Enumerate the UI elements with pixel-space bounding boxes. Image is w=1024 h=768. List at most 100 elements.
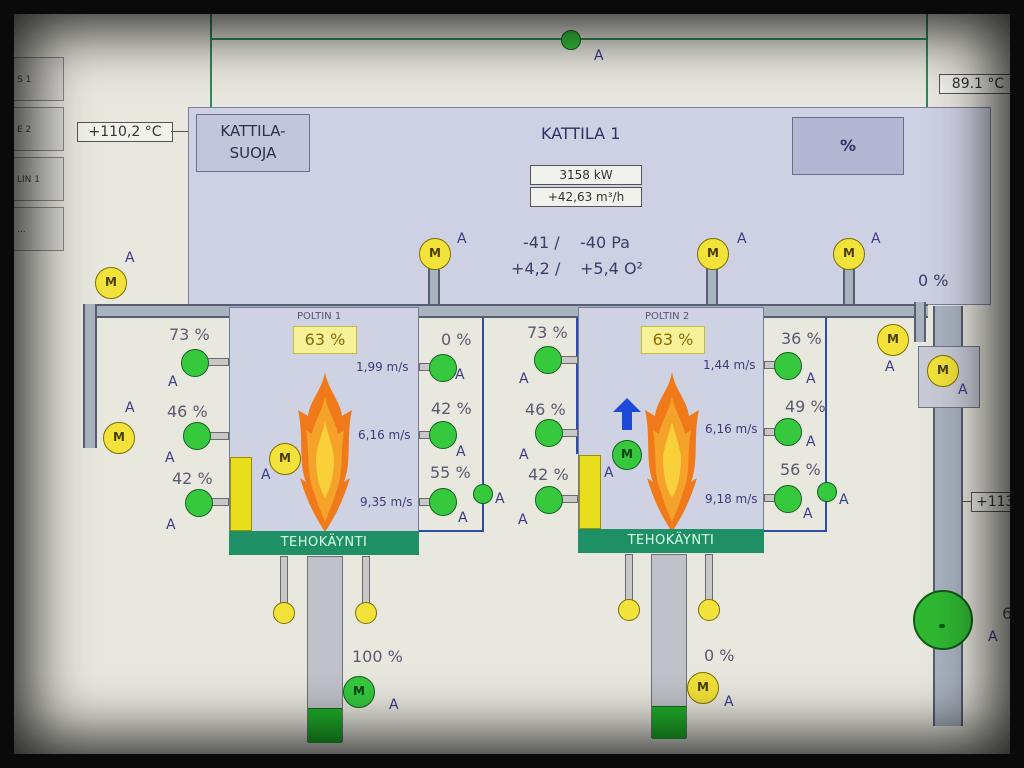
b1-right-damper-3: 55 % bbox=[430, 463, 471, 482]
boiler-title: KATTILA 1 bbox=[541, 124, 621, 143]
pump-side-value: 6 bbox=[1002, 604, 1013, 623]
top-valve-icon[interactable] bbox=[561, 30, 581, 50]
air-pipe-left-down bbox=[83, 304, 97, 448]
motor-icon[interactable]: M bbox=[877, 324, 909, 356]
motor-a-label: A bbox=[885, 359, 895, 375]
burner1-power: 63 % bbox=[293, 326, 357, 354]
valve-a-label: A bbox=[806, 371, 816, 387]
burner1-name: POLTIN 1 bbox=[297, 311, 342, 322]
b1-right-damper-2: 42 % bbox=[431, 399, 472, 418]
valve-a-label: A bbox=[458, 510, 468, 526]
pump-a-label: A bbox=[389, 697, 399, 713]
stub-2 bbox=[706, 268, 718, 304]
arrow-up-icon bbox=[613, 398, 641, 430]
fan-stem bbox=[705, 554, 713, 604]
motor-icon[interactable]: M bbox=[687, 672, 719, 704]
motor-a-label: A bbox=[871, 231, 881, 247]
nav-button-4[interactable]: ... bbox=[12, 207, 64, 251]
valve-icon[interactable] bbox=[473, 484, 493, 504]
valve-a-label: A bbox=[519, 371, 529, 387]
fan-stem bbox=[362, 556, 370, 606]
valve-a-label: A bbox=[519, 447, 529, 463]
burner2-name: POLTIN 2 bbox=[645, 311, 690, 322]
pressure-left: -41 / bbox=[523, 233, 560, 252]
valve-icon[interactable] bbox=[535, 419, 563, 447]
nav-button-2[interactable]: E 2 bbox=[12, 107, 64, 151]
b2-right-damper-1: 36 % bbox=[781, 329, 822, 348]
motor-icon[interactable]: M bbox=[269, 443, 301, 475]
b1-right-damper-1: 0 % bbox=[441, 330, 472, 349]
valve-icon[interactable] bbox=[429, 421, 457, 449]
valve-a-label: A bbox=[803, 506, 813, 522]
b2-right-damper-2: 49 % bbox=[785, 397, 826, 416]
b1-blue-line-h bbox=[419, 530, 484, 532]
top-valve-label: A bbox=[594, 48, 604, 64]
motor-a-label: A bbox=[125, 250, 135, 266]
valve-icon[interactable] bbox=[429, 354, 457, 382]
valve-a-label: A bbox=[518, 512, 528, 528]
valve-icon[interactable] bbox=[774, 352, 802, 380]
boiler-right-percent: 0 % bbox=[918, 271, 949, 290]
valve-a-label: A bbox=[168, 374, 178, 390]
o2-right: +5,4 O² bbox=[580, 259, 643, 278]
valve-a-label: A bbox=[166, 517, 176, 533]
pressure-right: -40 Pa bbox=[580, 233, 630, 252]
b1-duct-percent: 100 % bbox=[352, 647, 403, 666]
pump-center bbox=[939, 624, 945, 628]
burner2-status: TEHOKÄYNTI bbox=[578, 529, 764, 553]
temp-side-connector bbox=[962, 501, 972, 502]
b1-left-damper-1: 73 % bbox=[169, 325, 210, 344]
nav-button-3[interactable]: LIN 1 bbox=[12, 157, 64, 201]
valve-icon[interactable] bbox=[774, 418, 802, 446]
boiler-temp-connector bbox=[171, 131, 188, 132]
fan-icon[interactable] bbox=[698, 599, 720, 621]
burner2-power: 63 % bbox=[641, 326, 705, 354]
flame-icon bbox=[298, 372, 352, 532]
b2-duct-fill bbox=[652, 706, 686, 739]
motor-icon[interactable]: M bbox=[103, 422, 135, 454]
valve-a-label: A bbox=[839, 492, 849, 508]
b2-left-damper-3: 42 % bbox=[528, 465, 569, 484]
valve-icon[interactable] bbox=[534, 346, 562, 374]
motor-a-label: A bbox=[457, 231, 467, 247]
boiler-flow-readout: +42,63 m³/h bbox=[530, 187, 642, 207]
pump-icon[interactable]: M bbox=[343, 676, 375, 708]
valve-icon[interactable] bbox=[817, 482, 837, 502]
motor-icon[interactable]: M bbox=[419, 238, 451, 270]
pump-icon[interactable]: M bbox=[612, 440, 642, 470]
motor-icon[interactable]: M bbox=[95, 267, 127, 299]
percent-button[interactable]: % bbox=[792, 117, 904, 175]
top-line-left-vertical bbox=[210, 14, 212, 108]
air-header-pipe bbox=[83, 304, 928, 318]
o2-left: +4,2 / bbox=[511, 259, 561, 278]
motor-icon[interactable]: M bbox=[833, 238, 865, 270]
flame-icon bbox=[645, 372, 699, 532]
stub-1 bbox=[428, 268, 440, 304]
b1-speed-2: 6,16 m/s bbox=[358, 428, 411, 442]
b2-duct-percent: 0 % bbox=[704, 646, 735, 665]
valve-icon[interactable] bbox=[535, 486, 563, 514]
burner1-status: TEHOKÄYNTI bbox=[229, 531, 419, 555]
boiler-temp-readout: +110,2 °C bbox=[77, 122, 173, 142]
b1-speed-3: 9,35 m/s bbox=[360, 495, 413, 509]
pump-icon[interactable] bbox=[913, 590, 973, 650]
fan-stem bbox=[625, 554, 633, 604]
pump-a-label: A bbox=[604, 465, 614, 481]
fan-icon[interactable] bbox=[355, 602, 377, 624]
fan-icon[interactable] bbox=[273, 602, 295, 624]
boiler-protection-button[interactable]: KATTILA- SUOJA bbox=[196, 114, 310, 172]
valve-icon[interactable] bbox=[185, 489, 213, 517]
nav-button-1[interactable]: S 1 bbox=[12, 57, 64, 101]
valve-icon[interactable] bbox=[429, 488, 457, 516]
motor-icon[interactable]: M bbox=[927, 355, 959, 387]
b2-left-damper-1: 73 % bbox=[527, 323, 568, 342]
valve-icon[interactable] bbox=[183, 422, 211, 450]
burner2-yellow-bar bbox=[579, 455, 601, 529]
motor-a-label: A bbox=[958, 382, 968, 398]
motor-icon[interactable]: M bbox=[697, 238, 729, 270]
valve-icon[interactable] bbox=[774, 485, 802, 513]
fan-icon[interactable] bbox=[618, 599, 640, 621]
valve-icon[interactable] bbox=[181, 349, 209, 377]
boiler-power-readout: 3158 kW bbox=[530, 165, 642, 185]
